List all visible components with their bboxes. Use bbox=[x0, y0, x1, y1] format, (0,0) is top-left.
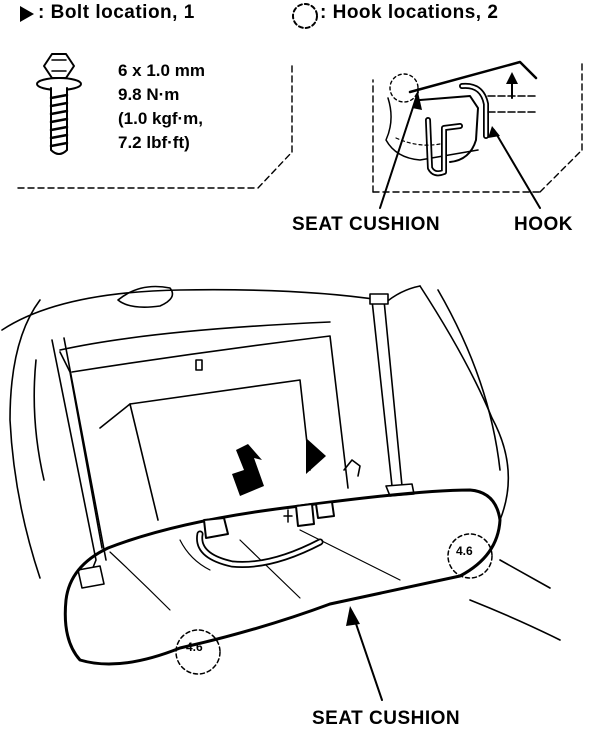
seat-cushion-outline bbox=[63, 488, 502, 666]
bolt-torque-nm-text: 9.8 N·m bbox=[118, 85, 180, 104]
bolt-spec-box bbox=[17, 61, 293, 189]
bolt-location-marker-icon bbox=[20, 6, 34, 22]
seat-buckles bbox=[196, 501, 335, 568]
lift-direction-arrow-icon bbox=[228, 444, 264, 496]
main-seat-cushion-label: SEAT CUSHION bbox=[312, 708, 461, 729]
bolt-icon bbox=[36, 53, 82, 155]
hook-location-marker-icon bbox=[292, 3, 318, 29]
hook-location-circle-left-icon bbox=[175, 629, 221, 675]
detail-hook-location-icon bbox=[389, 73, 419, 103]
main-seat-cushion-leader bbox=[351, 611, 383, 701]
bolt-legend-label: : Bolt location, 1 bbox=[38, 2, 195, 23]
bolt-torque-kgfm-text: (1.0 kgf·m, bbox=[118, 109, 204, 128]
hook-mark-left: 4.6 bbox=[186, 640, 203, 654]
bolt-torque-lbfft-text: 7.2 lbf·ft) bbox=[118, 133, 190, 152]
bolt-location-marker-main-icon bbox=[306, 438, 326, 474]
hook-detail-box bbox=[372, 61, 583, 193]
bolt-size-text: 6 x 1.0 mm bbox=[118, 61, 205, 80]
detail-hook-leader bbox=[493, 129, 541, 209]
hook-location-circle-right-icon bbox=[447, 533, 493, 579]
hook-detail-drawing bbox=[385, 60, 539, 177]
hook-legend-label: : Hook locations, 2 bbox=[320, 2, 499, 23]
rear-seat-drawing bbox=[1, 285, 561, 641]
detail-seat-cushion-leader bbox=[379, 91, 419, 209]
hook-mark-right: 4.6 bbox=[456, 544, 473, 558]
detail-hook-label: HOOK bbox=[514, 214, 573, 235]
detail-seat-cushion-label: SEAT CUSHION bbox=[292, 214, 441, 235]
